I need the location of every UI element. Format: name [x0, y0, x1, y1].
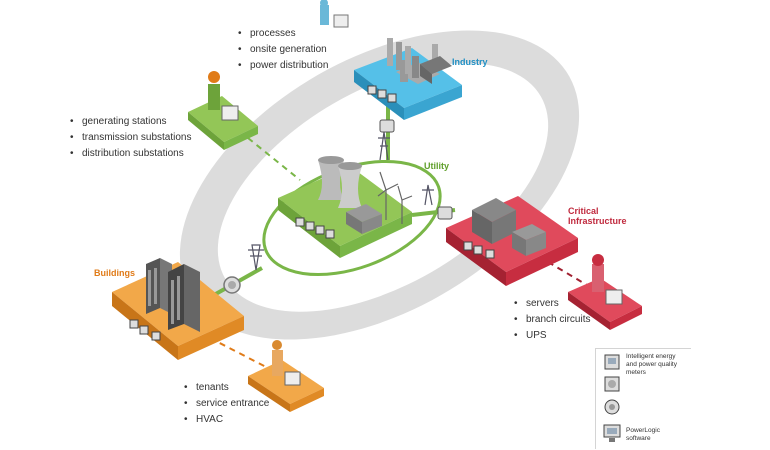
legend-software-text: PowerLogic software	[626, 427, 660, 442]
generation-bullet: transmission substations	[68, 130, 192, 146]
generation-dashed-link	[247, 137, 301, 181]
generation-bullet: distribution substations	[68, 146, 192, 162]
critical-label: Critical Infrastructure	[568, 206, 627, 226]
industry-bullets: processes onsite generation power distri…	[236, 26, 328, 74]
link-meter-icon	[223, 119, 453, 294]
meter-icon	[604, 354, 620, 415]
legend: Intelligent energy and power quality met…	[595, 348, 691, 449]
buildings-label: Buildings	[94, 268, 135, 278]
industry-bullet: power distribution	[236, 58, 328, 74]
generation-bullet: generating stations	[68, 114, 192, 130]
utility-label: Utility	[424, 161, 450, 171]
generation-pad	[188, 71, 258, 150]
buildings-bullet: service entrance	[182, 396, 269, 412]
industry-label: Industry	[452, 57, 488, 67]
critical-bullet: branch circuits	[512, 312, 590, 328]
critical-pad	[446, 196, 578, 286]
critical-dashed-link	[547, 261, 593, 289]
critical-bullet: UPS	[512, 328, 590, 344]
industry-bullet: onsite generation	[236, 42, 328, 58]
generation-bullets: generating stations transmission substat…	[68, 114, 192, 162]
buildings-dashed-link	[209, 337, 269, 369]
buildings-bullet: tenants	[182, 380, 269, 396]
buildings-bullet: HVAC	[182, 412, 269, 428]
buildings-pad	[112, 258, 244, 360]
industry-pad	[320, 0, 462, 120]
buildings-bullets: tenants service entrance HVAC	[182, 380, 269, 428]
utility-pad	[278, 156, 413, 258]
monitor-icon	[603, 424, 621, 442]
critical-bullet: servers	[512, 296, 590, 312]
industry-bullet: processes	[236, 26, 328, 42]
legend-meters-text: Intelligent energy and power quality met…	[626, 353, 677, 376]
critical-bullets: servers branch circuits UPS	[512, 296, 590, 344]
